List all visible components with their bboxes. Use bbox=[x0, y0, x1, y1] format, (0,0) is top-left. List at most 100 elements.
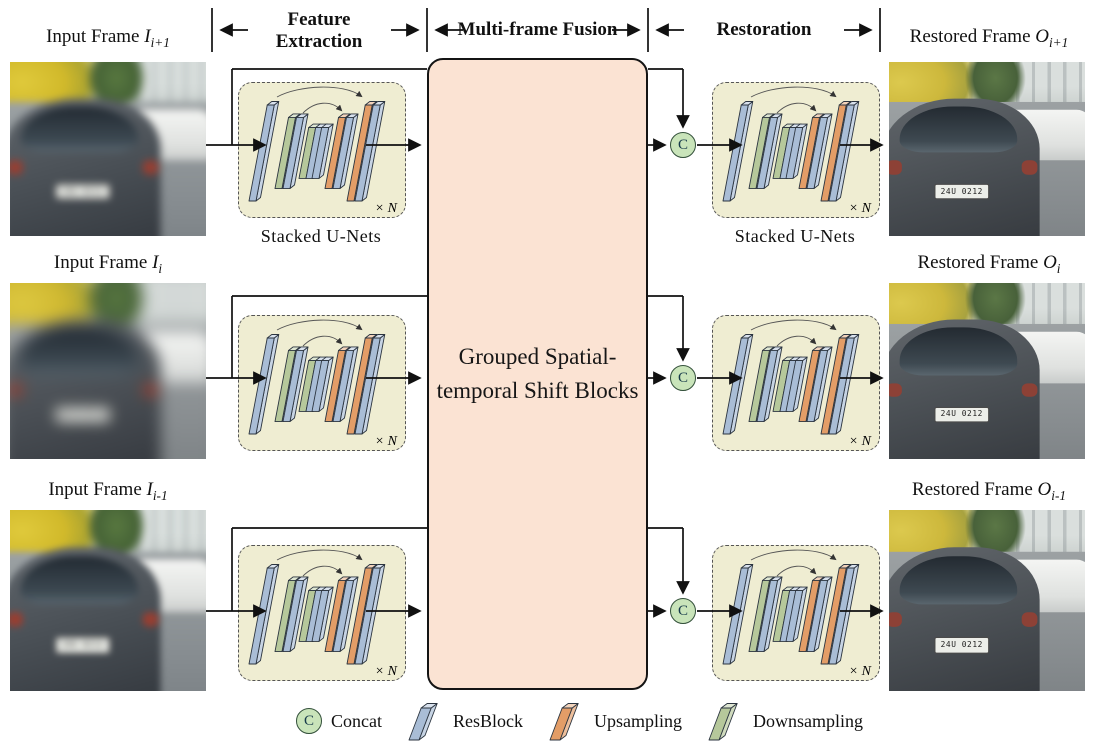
car-rear-window-shape bbox=[20, 555, 139, 605]
fusion-block: Grouped Spatial-temporal Shift Blocks bbox=[427, 58, 648, 690]
car-rear-window-shape bbox=[899, 106, 1018, 153]
restored-frame-photo: 24U 0212 bbox=[889, 62, 1085, 236]
restored-frame-label: Restored Frame Oi bbox=[889, 252, 1089, 277]
legend-label: ResBlock bbox=[453, 710, 523, 731]
concat-node: C bbox=[670, 365, 696, 391]
restored-frame-photo: 24U 0212 bbox=[889, 283, 1085, 459]
unet-layers-art: × N bbox=[248, 319, 398, 449]
tail-light bbox=[889, 382, 902, 397]
legend: C Concat ResBlock Upsampling Downsamplin… bbox=[296, 698, 887, 744]
subscript: i+1 bbox=[1048, 34, 1069, 50]
feature-extraction-unet: × N bbox=[238, 315, 406, 451]
tail-light bbox=[10, 160, 23, 175]
tail-light bbox=[143, 382, 159, 397]
symbol: I bbox=[146, 479, 153, 500]
stacked-unets-caption: Stacked U-Nets bbox=[260, 226, 382, 246]
legend-item-upsampling: Upsampling bbox=[547, 698, 682, 744]
subscript: i bbox=[1056, 260, 1061, 276]
tail-light bbox=[10, 612, 23, 627]
tail-light bbox=[143, 160, 159, 175]
unet-layers-art: × N bbox=[248, 86, 398, 216]
legend-item-downsampling: Downsampling bbox=[706, 698, 863, 744]
subscript: i+1 bbox=[150, 34, 170, 50]
repeat-count-label: × N bbox=[849, 434, 872, 449]
stage-title-restoration: Restoration bbox=[716, 19, 812, 40]
symbol: O bbox=[1037, 479, 1052, 500]
legend-item-resblock: ResBlock bbox=[406, 698, 523, 744]
stage-title-feature-extraction: Feature Extraction bbox=[275, 9, 363, 52]
concat-letter: C bbox=[677, 369, 688, 386]
repeat-count-label: × N bbox=[375, 201, 398, 216]
tail-light bbox=[889, 160, 902, 175]
stage-title-multi-frame-fusion: Multi-frame Fusion bbox=[457, 19, 618, 40]
tail-light bbox=[1022, 382, 1038, 397]
label-text: Input Frame bbox=[48, 479, 147, 500]
restored-frame-label: Restored Frame Oi+1 bbox=[889, 26, 1089, 51]
symbol: O bbox=[1043, 252, 1057, 273]
input-frame-photo: 24U 0212 bbox=[10, 62, 206, 236]
upsampling-slab-icon bbox=[549, 703, 579, 741]
feature-extraction-unet: × N bbox=[238, 82, 406, 218]
input-frame-photo: 24U 0212 bbox=[10, 283, 206, 459]
street-scene: 24U 0212 bbox=[889, 510, 1085, 691]
subscript: i-1 bbox=[1051, 487, 1067, 503]
repeat-count-label: × N bbox=[375, 664, 398, 679]
tail-light bbox=[1022, 612, 1038, 627]
concat-letter: C bbox=[303, 712, 314, 729]
resblock-slab-icon bbox=[408, 703, 438, 741]
unet-layers-art: × N bbox=[722, 86, 872, 216]
license-plate: 24U 0212 bbox=[934, 406, 990, 423]
car-rear-window-shape bbox=[20, 327, 139, 375]
concat-letter: C bbox=[677, 602, 688, 619]
unet-layers-art: × N bbox=[722, 549, 872, 679]
subscript: i bbox=[158, 260, 163, 276]
concat-letter: C bbox=[677, 136, 688, 153]
input-frame-label: Input Frame Ii+1 bbox=[10, 26, 206, 51]
tail-light bbox=[1022, 160, 1038, 175]
feature-extraction-unet: × N bbox=[238, 545, 406, 681]
street-scene: 24U 0212 bbox=[889, 283, 1085, 459]
concat-node: C bbox=[670, 132, 696, 158]
license-plate: 24U 0212 bbox=[934, 636, 990, 654]
label-text: Restored Frame bbox=[917, 252, 1044, 273]
restored-frame-label: Restored Frame Oi-1 bbox=[889, 479, 1089, 504]
tail-light bbox=[889, 612, 902, 627]
tail-light bbox=[143, 612, 159, 627]
input-frame-photo: 24U 0212 bbox=[10, 510, 206, 691]
license-plate: 24U 0212 bbox=[934, 184, 990, 200]
street-scene: 24U 0212 bbox=[889, 62, 1085, 236]
repeat-count-label: × N bbox=[849, 664, 872, 679]
car-rear-window-shape bbox=[899, 327, 1018, 375]
downsampling-slab-icon bbox=[708, 703, 738, 741]
label-text: Input Frame bbox=[53, 252, 153, 273]
repeat-count-label: × N bbox=[375, 434, 398, 449]
license-plate: 24U 0212 bbox=[55, 636, 111, 654]
concat-circle-icon: C bbox=[296, 708, 322, 734]
repeat-count-label: × N bbox=[849, 201, 872, 216]
street-scene: 24U 0212 bbox=[10, 62, 206, 236]
restoration-unet: × N bbox=[712, 545, 880, 681]
input-frame-label: Input Frame Ii-1 bbox=[10, 479, 206, 504]
symbol: O bbox=[1035, 26, 1049, 47]
car-rear-window-shape bbox=[899, 555, 1018, 605]
street-scene: 24U 0212 bbox=[10, 283, 206, 459]
label-text: Restored Frame bbox=[911, 479, 1038, 500]
label-text: Restored Frame bbox=[909, 26, 1036, 47]
symbol: I bbox=[152, 252, 159, 273]
license-plate: 24U 0212 bbox=[55, 184, 111, 200]
legend-label: Downsampling bbox=[753, 710, 863, 731]
street-scene: 24U 0212 bbox=[10, 510, 206, 691]
tail-light bbox=[10, 382, 23, 397]
label-text: Input Frame bbox=[46, 26, 145, 47]
restored-frame-photo: 24U 0212 bbox=[889, 510, 1085, 691]
stacked-unets-caption: Stacked U-Nets bbox=[734, 226, 856, 246]
legend-label: Concat bbox=[331, 710, 382, 731]
fusion-block-title: Grouped Spatial-temporal Shift Blocks bbox=[436, 343, 639, 404]
subscript: i-1 bbox=[152, 487, 168, 503]
unet-layers-art: × N bbox=[248, 549, 398, 679]
restoration-unet: × N bbox=[712, 315, 880, 451]
legend-label: Upsampling bbox=[594, 710, 682, 731]
license-plate: 24U 0212 bbox=[55, 406, 111, 423]
legend-item-concat: C Concat bbox=[296, 708, 382, 734]
